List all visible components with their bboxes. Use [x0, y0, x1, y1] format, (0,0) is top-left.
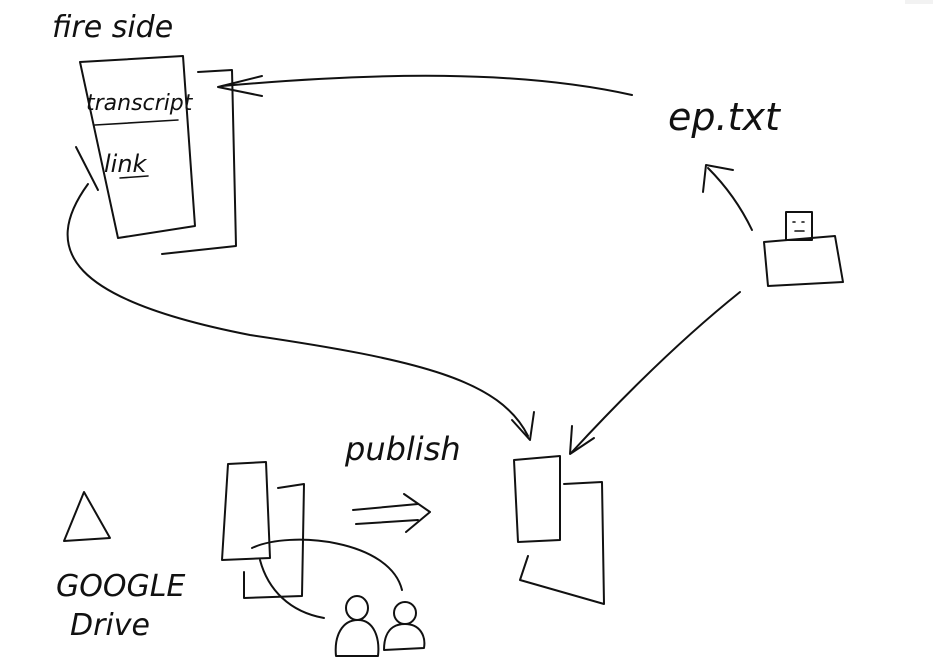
drive-label: Drive [70, 608, 150, 643]
arrow-link-to-published-head [511, 411, 535, 441]
person-at-desk [763, 211, 844, 287]
person-one-head [345, 595, 369, 621]
ep-txt-label: ep.txt [668, 95, 782, 139]
published-document [513, 455, 605, 605]
arrow-person-to-published-head [569, 425, 595, 455]
drive-front-page [221, 461, 271, 561]
people-icon [334, 595, 426, 657]
person-head [785, 211, 813, 241]
transcript-label: transcript [86, 91, 194, 116]
arrow-eptxt-to-transcript-head [217, 75, 263, 97]
google-label: GOOGLE [56, 569, 185, 604]
share-link-curve-2 [259, 559, 325, 619]
drive-back-page [243, 483, 305, 599]
arrow-eptxt-to-transcript [221, 74, 633, 96]
arrow-person-to-eptxt [707, 167, 753, 231]
fireside-back-page [161, 69, 237, 255]
google-drive-triangle-icon [63, 491, 111, 542]
arrow-person-to-published [571, 291, 741, 453]
arrow-person-to-eptxt-head [702, 164, 734, 193]
person-one-body [334, 619, 380, 657]
link-tick [75, 146, 99, 191]
link-underline [119, 175, 149, 179]
publish-label: publish [344, 430, 461, 468]
drive-documents [221, 461, 305, 599]
share-link-curve [251, 538, 403, 591]
transcript-underline [94, 119, 179, 126]
scan-edge [905, 0, 933, 4]
link-label: link [104, 150, 148, 178]
person-two-head [393, 601, 417, 625]
desk [763, 235, 844, 287]
publish-arrow-head [403, 493, 431, 533]
published-front-page [513, 455, 561, 543]
fireside-document: fire side transcript link [52, 10, 237, 255]
publish-arrow-line-1 [352, 503, 419, 511]
person-two-body [383, 623, 426, 651]
published-back-page [519, 481, 605, 605]
arrow-link-to-published [66, 183, 529, 437]
fireside-front-page [79, 55, 196, 239]
publish-arrow-line-2 [355, 519, 419, 525]
fireside-label: fire side [52, 10, 173, 45]
